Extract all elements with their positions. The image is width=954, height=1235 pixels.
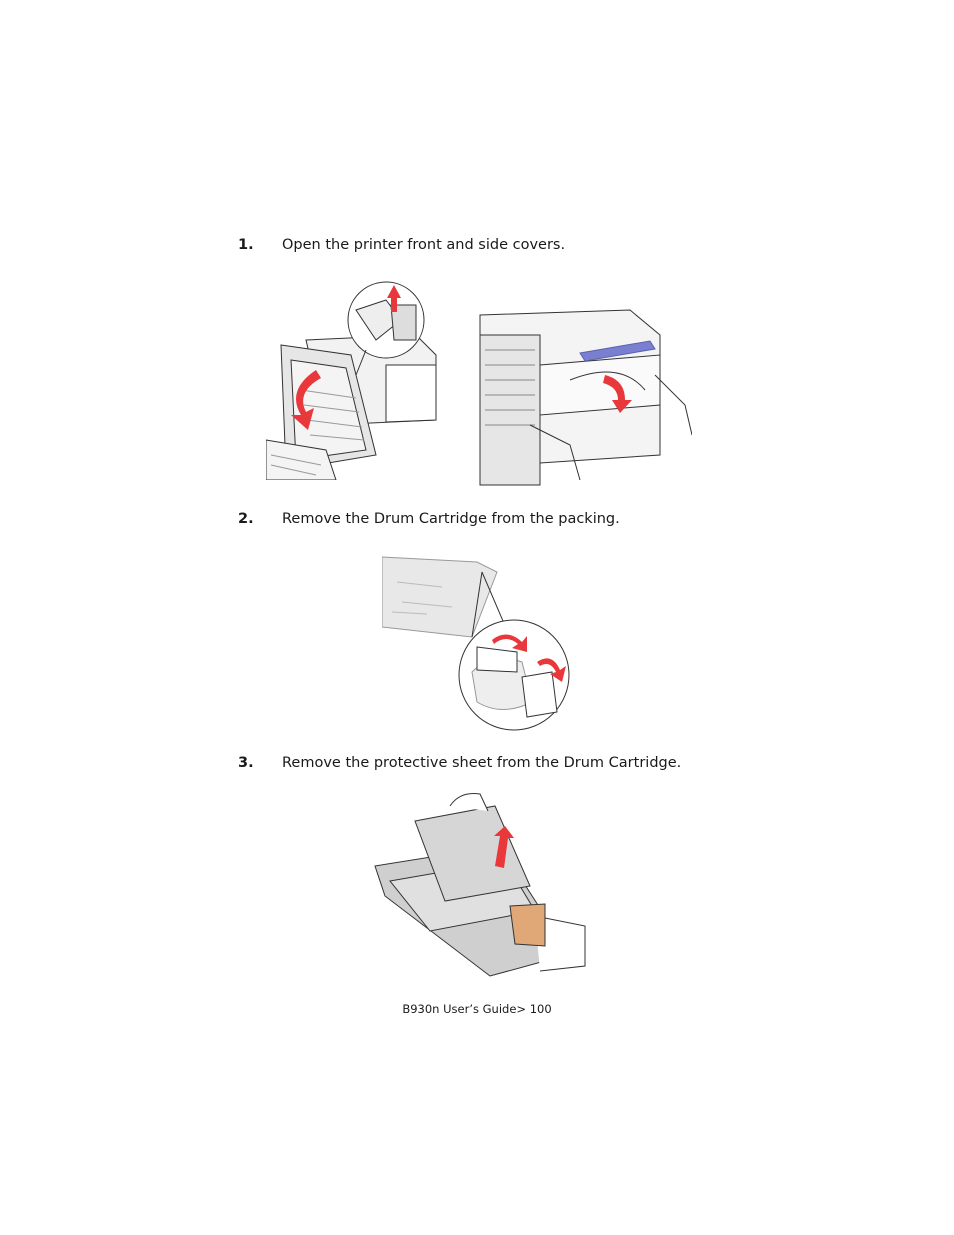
page-footer: B930n User’s Guide> 100	[402, 1002, 552, 1016]
side-cover-open-illustration	[470, 305, 692, 490]
step-text: Open the printer front and side covers.	[282, 237, 566, 253]
unpack-drum-illustration	[382, 552, 572, 734]
remove-protective-sheet-illustration	[370, 786, 590, 978]
step-text: Remove the Drum Cartridge from the packi…	[282, 511, 620, 527]
step-number: 1.	[238, 237, 254, 253]
step-number: 2.	[238, 511, 254, 527]
step-text: Remove the protective sheet from the Dru…	[282, 755, 682, 771]
front-cover-open-illustration	[266, 280, 456, 480]
step-number: 3.	[238, 755, 254, 771]
